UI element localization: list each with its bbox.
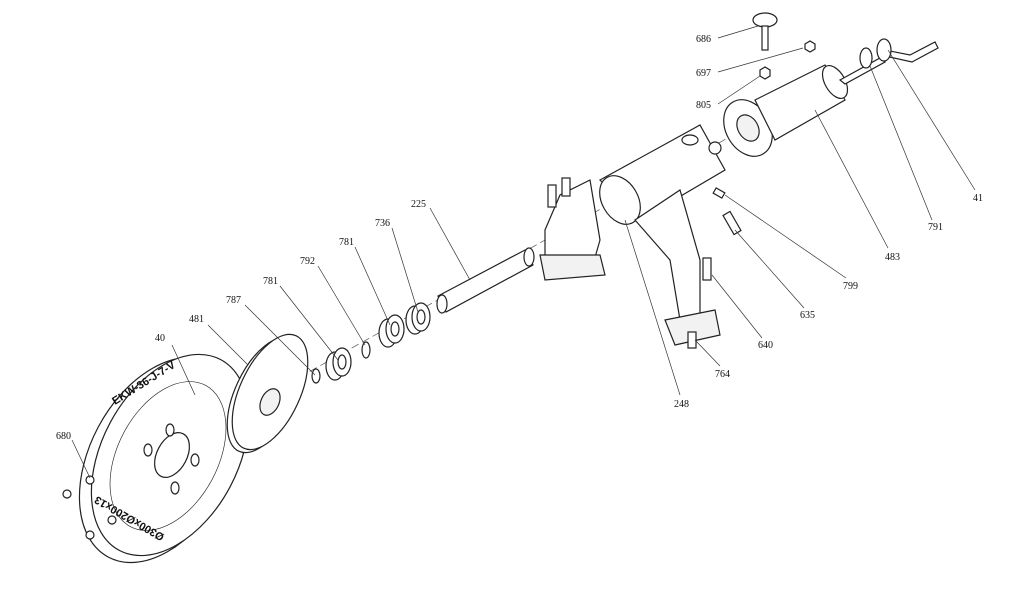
label-764: 764 [715, 369, 730, 380]
bearing-781a [325, 347, 352, 381]
washer-805 [759, 66, 771, 80]
label-481: 481 [189, 314, 204, 325]
label-640: 640 [758, 340, 773, 351]
bolts-640 [547, 177, 712, 349]
nut-697 [804, 40, 816, 53]
circlip-792 [361, 341, 371, 359]
leader-lines [71, 25, 976, 479]
housing-248 [539, 124, 726, 346]
ring-791 [859, 47, 873, 69]
sleeve-483 [723, 64, 849, 157]
label-787: 787 [226, 295, 241, 306]
knob-686 [752, 12, 778, 51]
label-40: 40 [155, 333, 165, 344]
label-781b: 781 [263, 276, 278, 287]
label-686: 686 [696, 34, 711, 45]
label-799: 799 [843, 281, 858, 292]
screws-680 [62, 475, 117, 540]
bearing-736 [405, 302, 431, 335]
circlip-787 [311, 368, 321, 384]
label-697: 697 [696, 68, 711, 79]
label-248: 248 [674, 399, 689, 410]
label-41: 41 [973, 193, 983, 204]
label-781a: 781 [339, 237, 354, 248]
pins-799-635 [712, 187, 742, 236]
label-791: 791 [928, 222, 943, 233]
label-635: 635 [800, 310, 815, 321]
shaft-225 [436, 247, 535, 314]
bearing-781b [378, 314, 405, 348]
label-225: 225 [411, 199, 426, 210]
flange-plate-481 [226, 333, 309, 454]
label-680: 680 [56, 431, 71, 442]
label-792: 792 [300, 256, 315, 267]
label-736: 736 [375, 218, 390, 229]
grinding-disk-40: EKW-36-J-7-V Ø300xØ200x13 [78, 353, 250, 564]
label-483: 483 [885, 252, 900, 263]
label-805: 805 [696, 100, 711, 111]
